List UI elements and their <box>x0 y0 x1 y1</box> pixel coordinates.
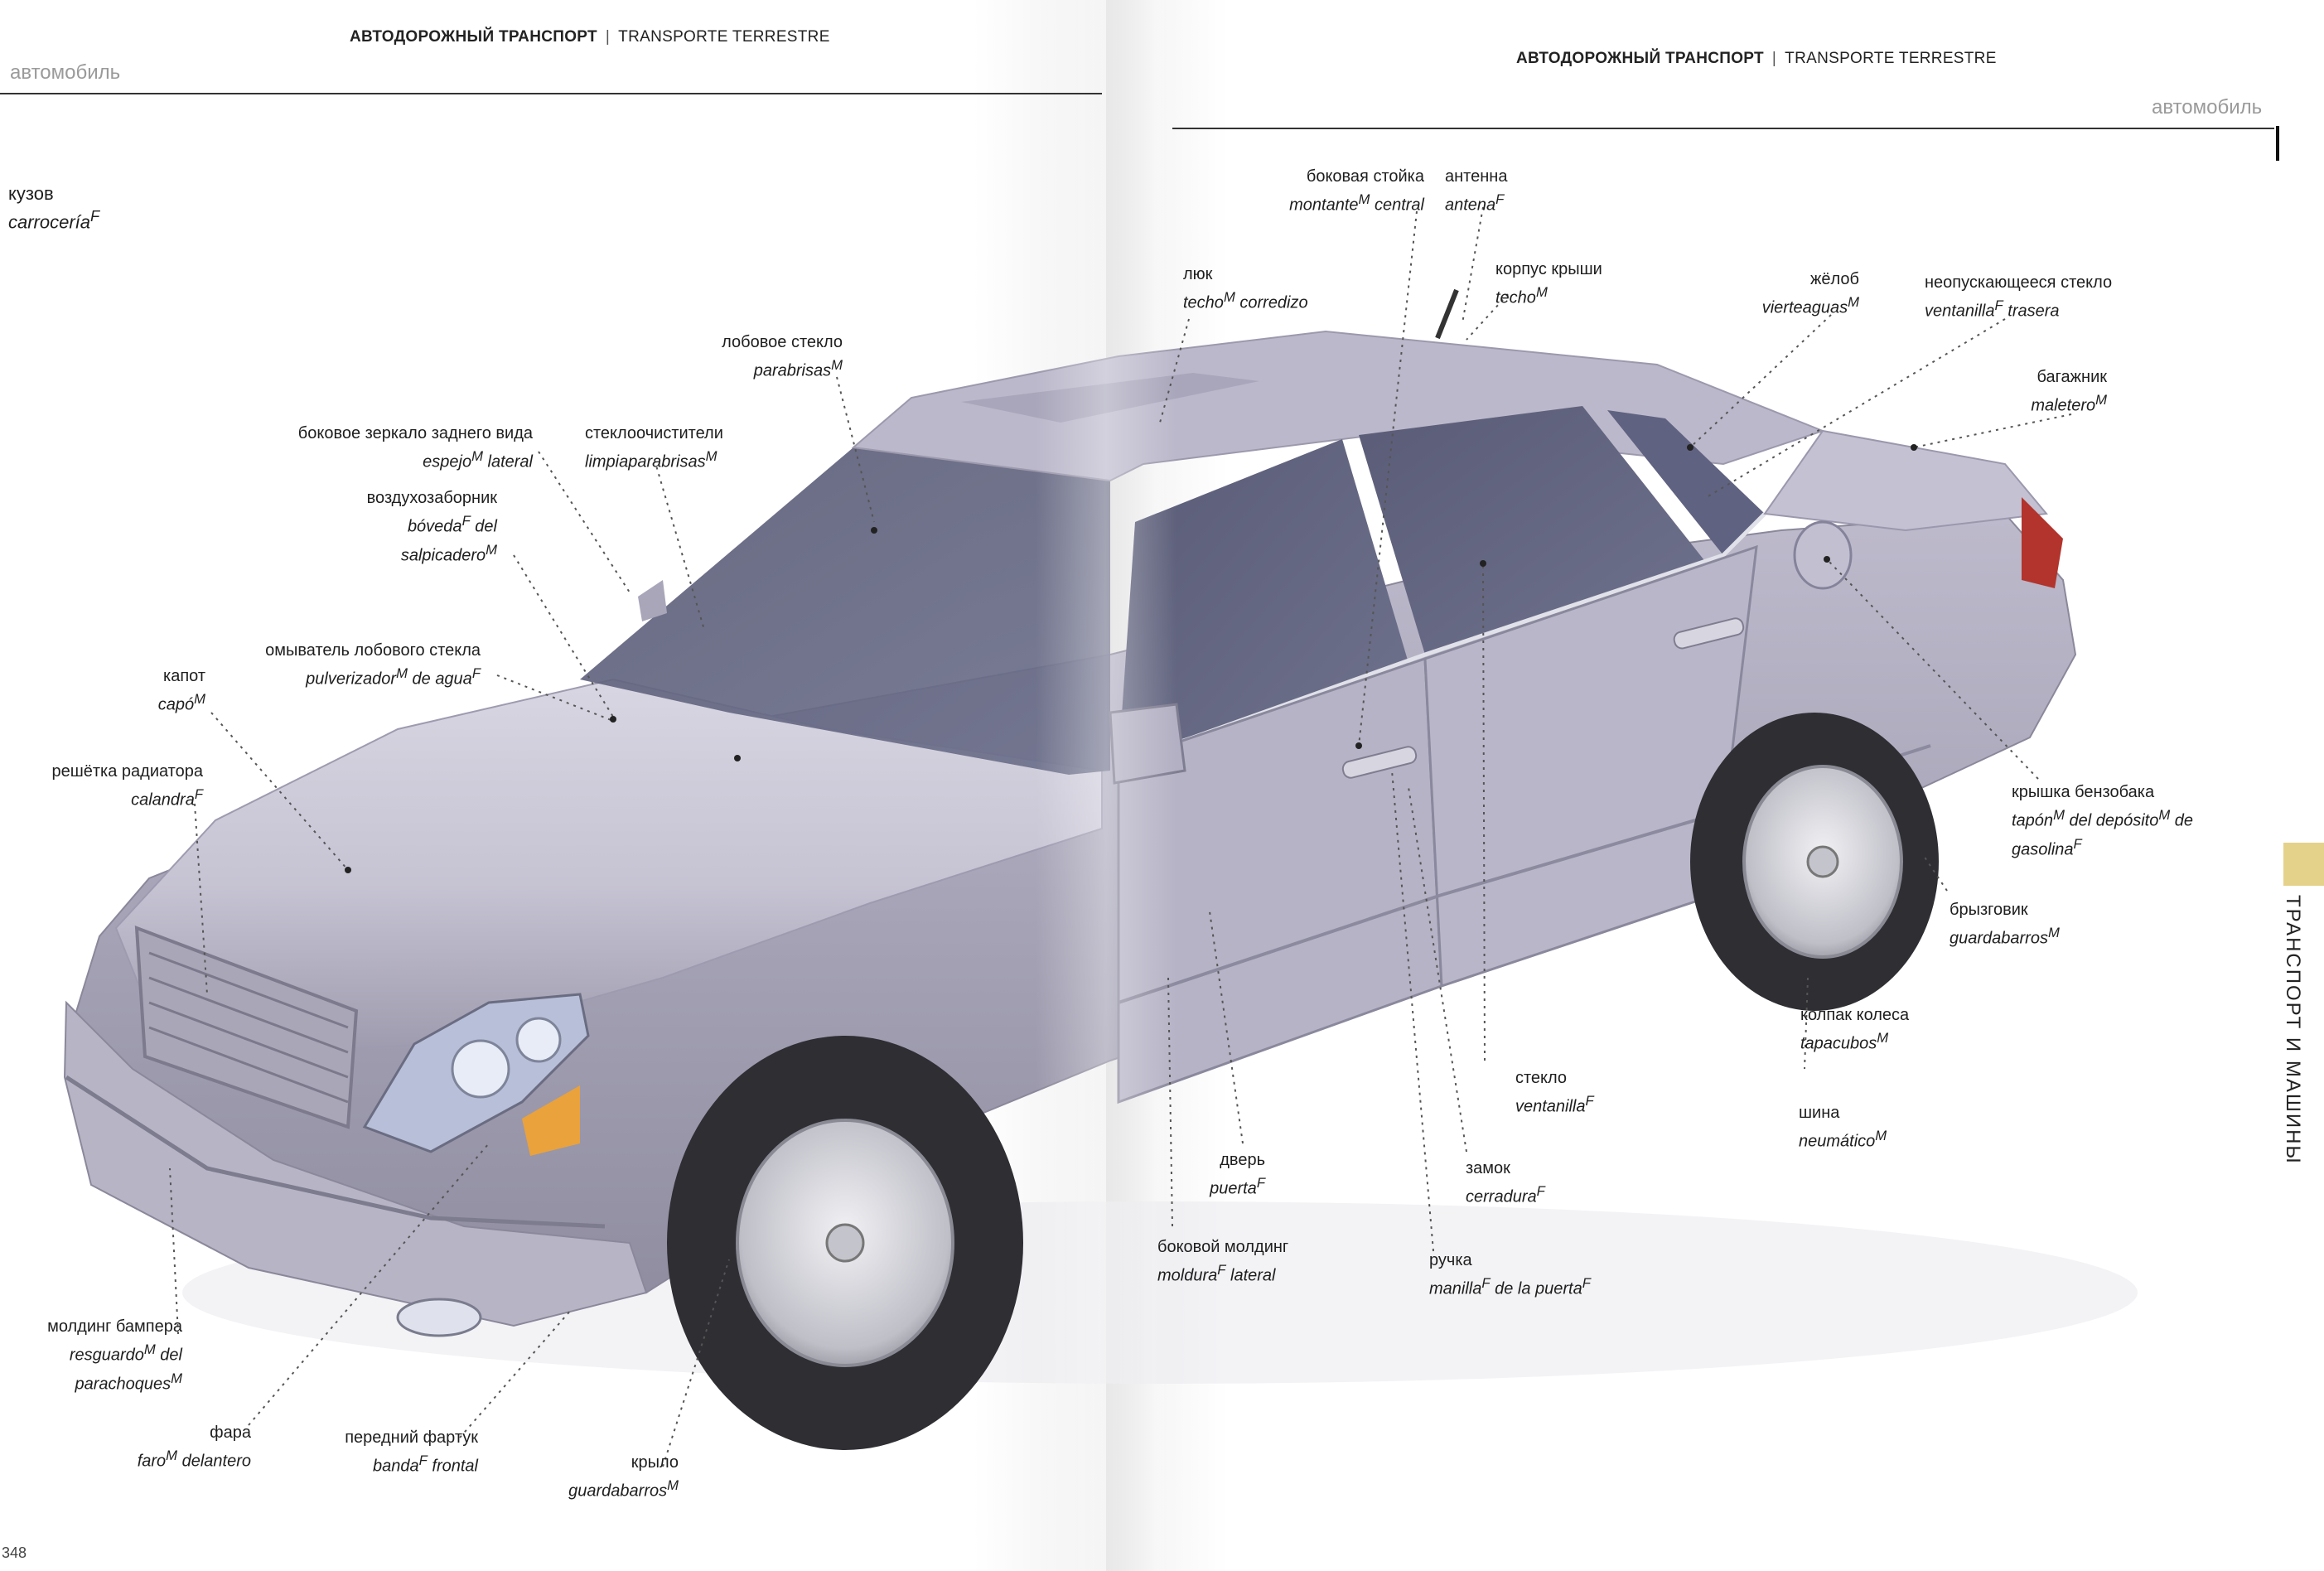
label-bumper-molding: молдинг бампера resguardoM del parachoqu… <box>47 1317 182 1394</box>
leader-lines <box>169 206 2072 1467</box>
label-fuel-cap: крышка бензобака tapónM del depósitoM de… <box>2012 783 2194 859</box>
label-sunroof: люк techoM corredizo <box>1183 265 1308 312</box>
front-wheel <box>667 1036 1023 1450</box>
label-cowl: воздухозаборник bóvedaF del salpicaderoM <box>366 489 497 565</box>
car-windshield <box>580 447 1110 775</box>
label-door: дверь puertaF <box>1210 1151 1265 1198</box>
label-washer: омыватель лобового стекла pulverizadorM … <box>265 641 481 689</box>
rear-door-handle <box>1673 617 1745 650</box>
car-trunk <box>1763 429 2048 532</box>
front-door-window <box>1119 439 1408 762</box>
left-running-header: АВТОДОРОЖНЫЙ ТРАНСПОРТ | TRANSPORTE TERRES… <box>350 28 830 46</box>
label-windshield: лобовое стекло parabrisasM <box>722 333 843 380</box>
label-hood: капот capóM <box>157 667 205 714</box>
label-window: стекло ventanillaF <box>1515 1069 1594 1116</box>
label-fender: крыло guardabarrosM <box>568 1453 679 1501</box>
label-antenna: антенна antenaF <box>1445 167 1508 215</box>
left-header-rule <box>0 93 1102 94</box>
right-running-header: АВТОДОРОЖНЫЙ ТРАНСПОРТ | TRANSPORTE TERRES… <box>1516 50 1997 68</box>
label-hubcap: колпак колеса tapacubosM <box>1800 1006 1910 1053</box>
quarter-window <box>1607 410 1765 555</box>
bumper-strip <box>65 1075 606 1229</box>
chapter-title-vertical: ТРАНСПОРТ И МАШИНЫ <box>2282 895 2304 1165</box>
rear-wheel <box>1690 713 1939 1011</box>
header-separator: | <box>605 28 611 46</box>
title-ru: кузов <box>8 183 54 204</box>
fuel-cap <box>1793 520 1853 590</box>
left-section-title: автомобиль <box>10 61 121 84</box>
label-front-apron: передний фартук bandaF frontal <box>345 1428 478 1476</box>
right-section-title: автомобиль <box>2152 96 2263 118</box>
label-side-molding: боковой молдинг molduraF lateral <box>1157 1238 1289 1285</box>
header-separator: | <box>1771 50 1777 67</box>
rear-door-window <box>1359 406 1707 655</box>
label-mudflap: брызговик guardabarrosM <box>1950 901 2060 948</box>
label-center-pillar: боковая стойка montanteM central <box>1289 167 1424 215</box>
fog-light <box>396 1298 482 1337</box>
section-marker <box>2276 126 2279 161</box>
page-fold <box>1036 0 1176 1571</box>
header-ru: АВТОДОРОЖНЫЙ ТРАНСПОРТ <box>350 28 597 46</box>
label-side-mirror: боковое зеркало заднего вида espejoM lat… <box>297 424 533 471</box>
label-door-handle: ручка manillaF de la puertaF <box>1429 1251 1591 1298</box>
header-ru: АВТОДОРОЖНЫЙ ТРАНСПОРТ <box>1516 50 1764 67</box>
title-es: carroceríaF <box>8 207 100 233</box>
label-wipers: стеклоочистители limpiaparabrisasM <box>585 424 723 471</box>
page-number: 348 <box>2 1544 27 1561</box>
label-lock: замок cerraduraF <box>1466 1159 1545 1206</box>
right-header-rule <box>1172 128 2274 129</box>
tail-light <box>2022 497 2063 588</box>
label-trunk: багажник maleteroM <box>2031 368 2107 415</box>
leader-dots <box>345 444 1917 873</box>
label-tire: шина neumáticoM <box>1799 1104 1887 1151</box>
label-quarter-window: неопускающееся стекло ventanillaF traser… <box>1925 273 2113 321</box>
label-drip-molding: жёлоб vierteaguasM <box>1761 270 1859 317</box>
car-grille <box>134 926 359 1129</box>
label-roof: корпус крыши techoM <box>1495 260 1602 307</box>
header-es: TRANSPORTE TERRESTRE <box>1785 50 1997 67</box>
car-headlight <box>362 993 590 1156</box>
car-front-bumper <box>63 1000 648 1327</box>
front-door-handle <box>1341 746 1418 779</box>
label-headlight: фара faroM delantero <box>137 1424 251 1471</box>
header-es: TRANSPORTE TERRESTRE <box>618 28 830 46</box>
left-mirror <box>638 580 667 621</box>
page-title: кузов carroceríaF <box>8 182 99 233</box>
label-grille: решётка радиатора calandraF <box>51 762 203 810</box>
chapter-tab <box>2283 843 2324 886</box>
antenna-mast <box>1435 288 1459 340</box>
